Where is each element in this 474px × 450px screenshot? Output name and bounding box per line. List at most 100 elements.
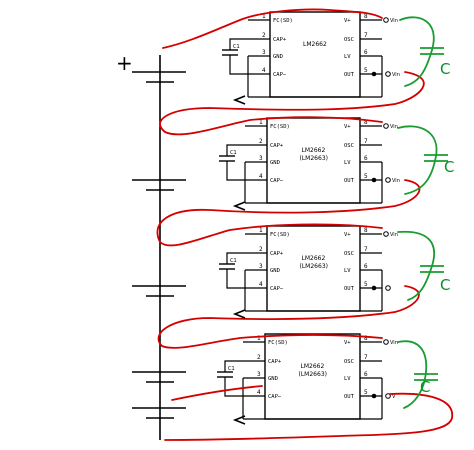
vout-terminal [385, 393, 391, 399]
junction-dot [371, 71, 377, 77]
pin-label: V+ [344, 232, 351, 238]
pin-number: 8 [364, 119, 368, 126]
vin-terminal [383, 339, 389, 345]
c1-wire [226, 144, 245, 156]
junction-dot [371, 285, 377, 291]
pin-label: GND [270, 268, 280, 274]
pin-label: CAP− [270, 178, 284, 184]
pin-number: 6 [364, 49, 368, 56]
c1-label: C1 [230, 258, 237, 264]
vin-terminal [383, 231, 389, 237]
pin-label: CAP+ [273, 37, 287, 43]
pin-label: LV [344, 268, 351, 274]
pin-label: OUT [344, 72, 355, 78]
pin-number: 3 [257, 371, 261, 378]
ic-body [264, 333, 361, 420]
pin-label: CAP+ [270, 251, 284, 257]
pin-label: V+ [344, 124, 351, 130]
vin-label: Vin [390, 340, 398, 346]
regulator-module: 1FC(SD)2CAP+3GND4CAP−8V+7OSC6LV5OUTLM266… [219, 117, 400, 204]
pin-number: 2 [262, 32, 266, 39]
ic-alt-part-number: (LM2663) [300, 263, 328, 270]
pin-label: GND [273, 54, 283, 60]
vout-label: Vin [392, 72, 400, 78]
junction-dot [371, 177, 377, 183]
green-wire-4 [397, 340, 428, 409]
ic-alt-part-number: (LM2663) [300, 155, 328, 162]
vout-label: V [392, 394, 396, 400]
pin-number: 3 [259, 263, 263, 270]
battery-stack [132, 55, 186, 440]
pin-number: 2 [259, 138, 263, 145]
pin-label: LV [344, 376, 351, 382]
pin-number: 5 [364, 281, 368, 288]
vin-label: Vin [390, 232, 398, 238]
pin-number: 5 [364, 173, 368, 180]
pin-number: 3 [259, 155, 263, 162]
pin-number: 6 [364, 155, 368, 162]
external-caps [414, 47, 448, 381]
red-wire-3-return [157, 285, 420, 349]
pin-number: 4 [262, 67, 266, 74]
ic-body [266, 225, 361, 312]
pin-number: 4 [257, 389, 261, 396]
pin-number: 2 [257, 354, 261, 361]
c1-wire [226, 161, 245, 181]
pin-label: OSC [344, 359, 354, 365]
pin-label: FC(SD) [273, 18, 293, 24]
c1-wire [229, 55, 248, 75]
c1-label: C1 [230, 150, 237, 156]
red-wire-bottom-loop [164, 392, 453, 441]
ic-part-number: LM2662 [303, 41, 327, 48]
pin-label: FC(SD) [268, 340, 288, 346]
pin-label: OUT [344, 178, 355, 184]
pin-label: CAP− [270, 286, 284, 292]
pin-label: GND [270, 160, 280, 166]
arrow-left-icon [232, 309, 246, 319]
ic-body [269, 11, 361, 98]
c1-wire [226, 269, 245, 289]
pin-label: LV [344, 54, 351, 60]
pin-number: 1 [257, 335, 261, 342]
red-wire-2-return [156, 179, 421, 247]
regulator-module: 1FC(SD)2CAP+3GND4CAP−8V+7OSC6LV5OUTLM266… [222, 11, 400, 98]
ic-alt-part-number: (LM2663) [299, 371, 327, 378]
pin-label: FC(SD) [270, 232, 290, 238]
c1-wire [226, 252, 245, 264]
arrow-left-icon [232, 415, 246, 425]
red-wires [156, 8, 453, 441]
pin-label: GND [268, 376, 278, 382]
pin-number: 4 [259, 173, 263, 180]
pin-number: 1 [259, 119, 263, 126]
pin-number: 5 [364, 389, 368, 396]
vout-terminal [385, 71, 391, 77]
c1-wire [224, 360, 243, 372]
regulator-module: 1FC(SD)2CAP+3GND4CAP−8V+7OSC6LV5OUTLM266… [217, 333, 398, 420]
pin-label: OSC [344, 37, 354, 43]
pin-number: 7 [364, 354, 368, 361]
c1-label: C1 [228, 366, 235, 372]
pin-number: 7 [364, 246, 368, 253]
green-wire-2 [397, 125, 438, 195]
ic-part-number: LM2662 [302, 255, 326, 262]
external-cap-label: C [440, 276, 450, 294]
pin-label: OSC [344, 143, 354, 149]
ic-body [266, 117, 361, 204]
external-cap-label: C [444, 158, 454, 176]
pin-label: OSC [344, 251, 354, 257]
pin-number: 1 [262, 13, 266, 20]
green-wire-1 [399, 16, 435, 87]
pin-number: 7 [364, 138, 368, 145]
pin-number: 5 [364, 67, 368, 74]
pin-label: CAP+ [270, 143, 284, 149]
pin-label: CAP+ [268, 359, 282, 365]
return-arrows [232, 95, 246, 425]
regulator-module: 1FC(SD)2CAP+3GND4CAP−8V+7OSC6LV5OUTLM266… [219, 225, 398, 312]
battery-plus-sign: + [116, 51, 133, 75]
arrow-left-icon [232, 201, 246, 211]
pin-label: CAP− [268, 394, 282, 400]
c1-wire [229, 38, 248, 50]
vin-label: Vin [390, 18, 398, 24]
pin-number: 2 [259, 246, 263, 253]
